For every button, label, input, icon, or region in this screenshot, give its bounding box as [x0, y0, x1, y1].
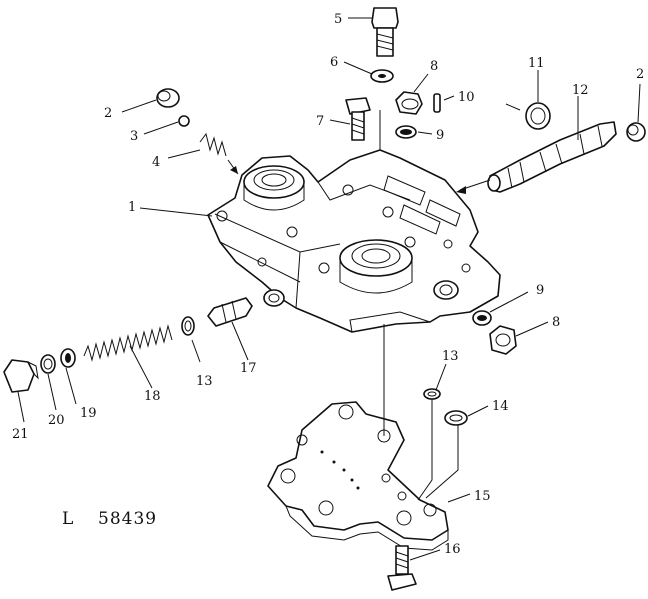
callout-10: 10 — [458, 90, 475, 105]
callout-16: 16 — [444, 542, 461, 557]
bolt-5 — [371, 7, 399, 57]
washer-19 — [60, 348, 76, 368]
plug-2-left — [156, 88, 180, 108]
callout-6: 6 — [330, 55, 338, 70]
callout-2-right: 2 — [636, 67, 644, 82]
callout-17: 17 — [240, 361, 257, 376]
callout-12: 12 — [572, 83, 589, 98]
callout-9-upper: 9 — [436, 128, 444, 143]
washer-13-right — [423, 388, 441, 400]
callout-labels: 5 6 8 10 11 12 2 2 3 7 9 4 1 9 8 13 17 1… — [12, 12, 644, 557]
washer-6 — [370, 69, 394, 83]
callout-18: 18 — [144, 389, 161, 404]
callout-21: 21 — [12, 427, 29, 442]
poppet-17 — [207, 297, 253, 327]
spring-18 — [83, 324, 173, 362]
callout-8-upper: 8 — [430, 59, 438, 74]
washer-14 — [444, 410, 468, 426]
pin-10 — [433, 93, 441, 113]
callout-15: 15 — [474, 489, 491, 504]
figure-code-prefix: L — [62, 509, 74, 529]
callout-14: 14 — [492, 399, 509, 414]
callout-2-left: 2 — [104, 106, 112, 121]
separator-plate — [267, 401, 449, 551]
figure-code: L 58439 — [62, 509, 157, 529]
callout-3: 3 — [130, 129, 138, 144]
callout-4: 4 — [152, 155, 160, 170]
plug-8-upper — [395, 91, 423, 115]
callout-13-right: 13 — [442, 349, 459, 364]
callout-20: 20 — [48, 413, 65, 428]
callout-11: 11 — [528, 56, 545, 71]
washer-20 — [40, 354, 56, 374]
plug-8-lower — [489, 325, 517, 355]
valve-housing — [207, 149, 501, 333]
callout-1: 1 — [128, 200, 136, 215]
spool-12 — [487, 121, 617, 193]
bolt-7 — [345, 97, 371, 141]
leader-lines — [17, 17, 641, 561]
callout-5: 5 — [334, 12, 342, 27]
plug-21 — [3, 359, 39, 393]
callout-7: 7 — [316, 114, 324, 129]
callout-13-left: 13 — [196, 374, 213, 389]
plug-2-right — [626, 122, 646, 142]
o-ring-9-upper — [395, 125, 417, 139]
callout-19: 19 — [80, 406, 97, 421]
ball-3 — [178, 115, 190, 127]
figure-code-number: 58439 — [98, 509, 157, 529]
bolt-16 — [387, 545, 417, 591]
callout-9-lower: 9 — [536, 283, 544, 298]
spring-4 — [199, 132, 227, 157]
seal-11 — [525, 102, 551, 130]
washer-13-left — [181, 316, 195, 336]
o-ring-9-lower — [472, 310, 492, 326]
callout-8-lower: 8 — [552, 315, 560, 330]
